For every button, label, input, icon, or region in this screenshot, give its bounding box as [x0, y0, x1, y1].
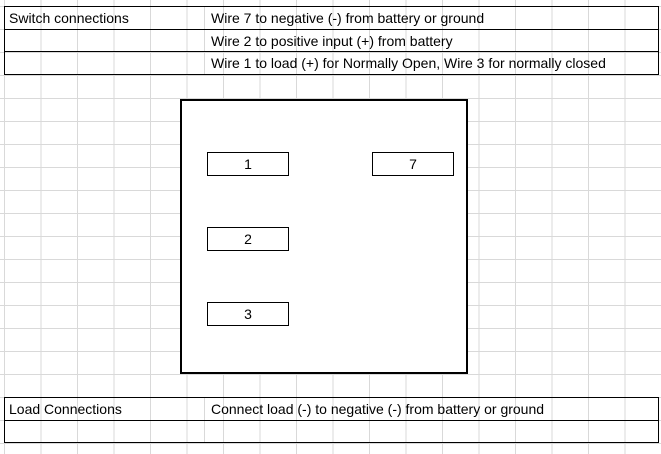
load-table-row-1: Load Connections Connect load (-) to neg…	[5, 398, 658, 421]
terminal-1-box[interactable]: 1	[207, 152, 289, 176]
empty-cell[interactable]	[5, 421, 204, 443]
switch-table-row-3: Wire 1 to load (+) for Normally Open, Wi…	[5, 52, 658, 75]
switch-diagram-outline[interactable]: 1 7 2 3	[180, 99, 468, 374]
switch-table-row-1: Switch connections Wire 7 to negative (-…	[5, 7, 658, 30]
wire-1-instruction-cell[interactable]: Wire 1 to load (+) for Normally Open, Wi…	[204, 52, 658, 75]
terminal-1-label: 1	[244, 156, 252, 172]
wire-2-instruction-cell[interactable]: Wire 2 to positive input (+) from batter…	[204, 29, 658, 52]
switch-connections-label-cell[interactable]: Switch connections	[9, 9, 129, 26]
load-table-row-2	[5, 420, 658, 443]
terminal-2-box[interactable]: 2	[207, 227, 289, 251]
terminal-7-box[interactable]: 7	[372, 152, 454, 176]
empty-cell[interactable]	[204, 420, 658, 442]
terminal-7-label: 7	[409, 156, 417, 172]
wire-7-instruction-cell[interactable]: Wire 7 to negative (-) from battery or g…	[204, 7, 658, 29]
switch-table-row-2: Wire 2 to positive input (+) from batter…	[5, 29, 658, 53]
switch-connections-table: Switch connections Wire 7 to negative (-…	[4, 6, 659, 75]
empty-cell[interactable]	[5, 30, 204, 52]
load-connections-table: Load Connections Connect load (-) to neg…	[4, 397, 659, 443]
load-instruction-cell[interactable]: Connect load (-) to negative (-) from ba…	[204, 398, 658, 420]
terminal-2-label: 2	[244, 231, 252, 247]
empty-cell[interactable]	[5, 52, 204, 74]
load-connections-label-cell[interactable]: Load Connections	[9, 400, 122, 417]
terminal-3-box[interactable]: 3	[207, 302, 289, 326]
terminal-3-label: 3	[244, 306, 252, 322]
